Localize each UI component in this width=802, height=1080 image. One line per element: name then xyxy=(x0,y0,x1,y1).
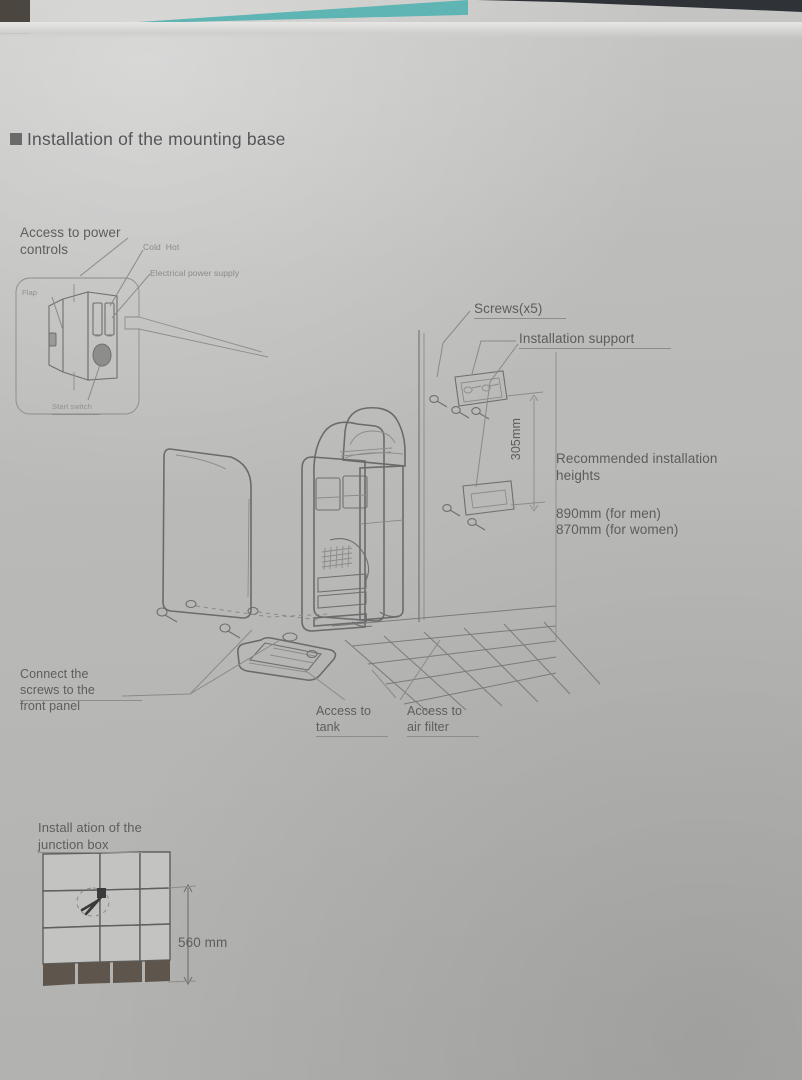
label-access-to-air-filter: Access to air filter xyxy=(407,704,463,734)
bracket-screw xyxy=(451,406,470,419)
dimension-305mm xyxy=(506,391,546,512)
underline-start-switch xyxy=(52,414,100,415)
label-cold-hot: Cold Hot xyxy=(143,242,180,252)
junction-box-tiles xyxy=(42,851,171,986)
lower-mounting-bracket xyxy=(442,480,515,531)
label-recommended-heights: Recommended installation heights xyxy=(556,451,718,484)
wall-lines xyxy=(418,330,557,640)
label-305mm: 305mm xyxy=(509,418,523,461)
front-cover-panel xyxy=(156,448,331,639)
power-controls-callout-box xyxy=(15,277,269,415)
underline-junction-box xyxy=(38,852,142,853)
label-height-men: 890mm (for men) xyxy=(556,506,662,521)
panel-screw xyxy=(219,623,241,639)
label-560mm: 560 mm xyxy=(178,935,228,950)
right-label-leaders xyxy=(436,310,519,488)
label-electrical-power-supply: Electrical power supply xyxy=(150,268,240,278)
label-flap: Flap xyxy=(22,288,37,297)
bracket-screw xyxy=(471,407,490,420)
label-start-switch: Start switch xyxy=(52,402,92,411)
bracket-screw xyxy=(442,504,461,517)
label-connect-screws-front-panel: Connect the screws to the front panel xyxy=(20,667,95,713)
bottom-label-leaders xyxy=(121,629,441,701)
square-bullet-icon xyxy=(10,133,22,145)
callout-leader-lines xyxy=(51,237,151,401)
heater-element-hatching xyxy=(321,544,353,571)
underline-access-air-filter xyxy=(407,736,479,737)
page-title: Installation of the mounting base xyxy=(27,129,286,149)
label-installation-support: Installation support xyxy=(519,331,635,346)
label-screws: Screws(x5) xyxy=(474,301,543,316)
label-access-to-power-controls: Access to power controls xyxy=(20,225,121,258)
hand-dryer-unit xyxy=(301,406,406,632)
floor-tile-grid xyxy=(331,605,601,715)
bracket-screw xyxy=(467,518,486,531)
water-tank-module xyxy=(237,632,337,681)
underline-connect-screws xyxy=(20,700,142,701)
label-junction-box-title: Install ation of the junction box xyxy=(38,820,142,852)
underline-installation-support xyxy=(519,348,671,349)
control-flap-drawing xyxy=(48,284,118,390)
label-access-to-tank: Access to tank xyxy=(316,704,372,734)
underline-access-tank xyxy=(316,736,388,737)
label-height-women: 870mm (for women) xyxy=(556,522,679,537)
underline-screws xyxy=(474,318,566,319)
panel-screw xyxy=(156,607,178,623)
bracket-screw xyxy=(429,395,448,408)
upper-mounting-bracket xyxy=(429,370,508,420)
dimension-560mm xyxy=(167,883,197,986)
